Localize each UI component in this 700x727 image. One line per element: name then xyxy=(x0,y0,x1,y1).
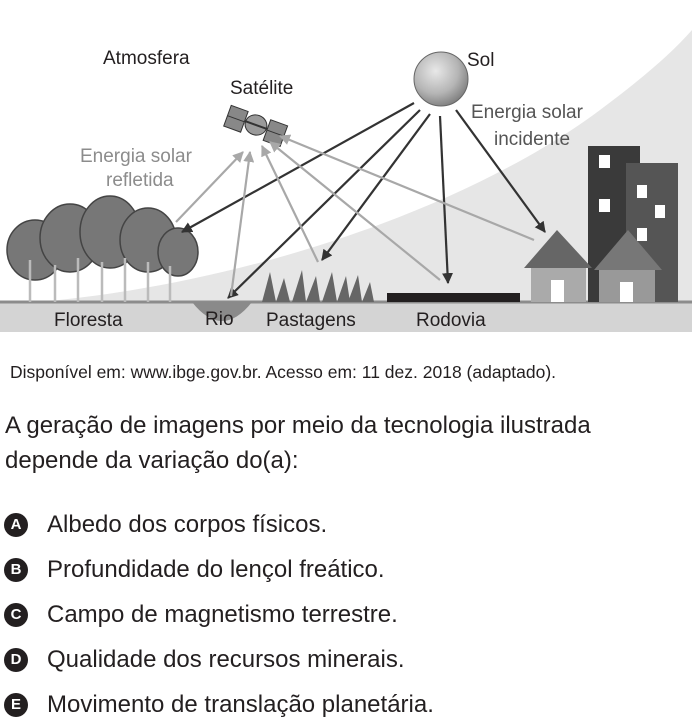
option-a-text: Albedo dos corpos físicos. xyxy=(47,510,328,538)
option-b-text: Profundidade do lençol freático. xyxy=(47,555,385,583)
option-c[interactable]: C Campo de magnetismo terrestre. xyxy=(4,592,434,637)
road-shape xyxy=(387,293,520,302)
question-text: A geração de imagens por meio da tecnolo… xyxy=(5,408,695,478)
label-refletida-1: Energia solar xyxy=(80,146,193,167)
option-b-badge: B xyxy=(4,557,28,582)
option-d-text: Qualidade dos recursos minerais. xyxy=(47,645,405,673)
option-a[interactable]: A Albedo dos corpos físicos. xyxy=(4,502,434,547)
forest-trees xyxy=(6,195,199,302)
source-citation: Disponível em: www.ibge.gov.br. Acesso e… xyxy=(10,362,557,382)
city-buildings xyxy=(524,146,678,302)
option-a-badge: A xyxy=(4,512,28,537)
satellite-icon xyxy=(223,104,289,148)
figure-illustration: Atmosfera Satélite Sol Energia solar ref… xyxy=(0,30,692,332)
remote-sensing-figure: Atmosfera Satélite Sol Energia solar ref… xyxy=(0,0,700,345)
label-pastagens: Pastagens xyxy=(266,310,356,331)
reflected-arrows xyxy=(175,134,535,297)
option-e[interactable]: E Movimento de translação planetária. xyxy=(4,682,434,727)
option-d-badge: D xyxy=(4,647,28,672)
light-wedge xyxy=(0,30,692,305)
pasture-grass xyxy=(262,270,374,302)
option-b[interactable]: B Profundidade do lençol freático. xyxy=(4,547,434,592)
label-rodovia: Rodovia xyxy=(416,310,486,331)
label-atmosfera: Atmosfera xyxy=(103,48,190,69)
label-sol: Sol xyxy=(467,50,494,71)
label-incidente-2: incidente xyxy=(494,129,570,150)
option-c-badge: C xyxy=(4,602,28,627)
label-floresta: Floresta xyxy=(54,310,123,331)
option-e-text: Movimento de translação planetária. xyxy=(47,690,434,718)
answer-options: A Albedo dos corpos físicos. B Profundid… xyxy=(4,502,434,727)
sun-icon xyxy=(413,51,469,107)
option-c-text: Campo de magnetismo terrestre. xyxy=(47,600,398,628)
ground xyxy=(0,302,692,332)
label-rio: Rio xyxy=(205,309,234,330)
label-refletida-2: refletida xyxy=(106,170,174,191)
question-line-1: A geração de imagens por meio da tecnolo… xyxy=(5,412,591,439)
incident-arrows xyxy=(181,102,546,299)
option-d[interactable]: D Qualidade dos recursos minerais. xyxy=(4,637,434,682)
question-line-2: depende da variação do(a): xyxy=(5,447,299,474)
label-incidente-1: Energia solar xyxy=(471,102,584,123)
label-satelite: Satélite xyxy=(230,78,293,99)
river-shape xyxy=(192,302,252,321)
